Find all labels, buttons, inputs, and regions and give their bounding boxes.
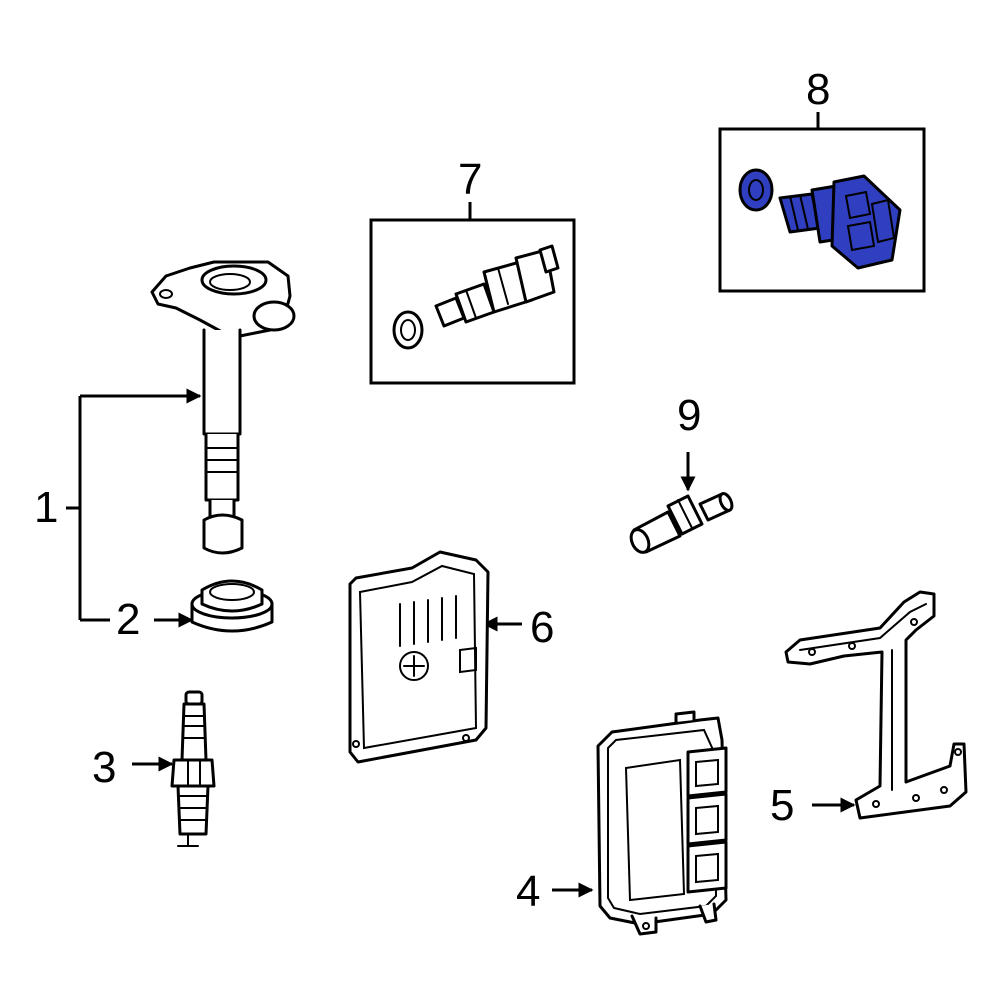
callout-2-group[interactable]: 2 [80,595,194,644]
ignition-coil-icon[interactable] [150,260,296,555]
spark-plug-icon[interactable] [170,690,216,847]
callout-8-label: 8 [806,65,830,114]
engine-control-module-icon[interactable] [596,710,728,936]
highlight-oring [738,168,774,212]
callout-7-box [369,218,576,385]
callout-5-group[interactable]: 5 [770,781,856,830]
callout-2-label: 2 [116,595,140,644]
callout-4-label: 4 [516,867,540,916]
sensor-with-oring-icon[interactable] [392,244,560,350]
callout-1-bracket [66,396,82,620]
callout-1-group[interactable]: 1 [34,388,202,620]
callout-9-group[interactable]: 9 [677,391,701,492]
callout-6-group[interactable]: 6 [482,603,554,652]
ecm-bracket-icon[interactable] [784,590,968,820]
callout-7-group[interactable]: 7 [369,155,576,385]
callout-1-label: 1 [34,483,58,532]
callout-7-label: 7 [458,155,482,204]
callout-3-label: 3 [92,743,116,792]
callout-5-label: 5 [770,781,794,830]
callout-3-group[interactable]: 3 [92,743,174,792]
callout-9-label: 9 [677,391,701,440]
ecm-cover-icon[interactable] [348,550,490,764]
callout-6-label: 6 [530,603,554,652]
coil-boot-seal-icon[interactable] [190,579,274,633]
threaded-sensor-icon[interactable] [628,492,735,556]
callout-8-group[interactable]: 8 [718,65,926,293]
highlighted-sensor-with-oring-icon[interactable] [738,168,902,270]
callout-8-box [718,127,926,293]
callout-4-group[interactable]: 4 [516,867,594,916]
